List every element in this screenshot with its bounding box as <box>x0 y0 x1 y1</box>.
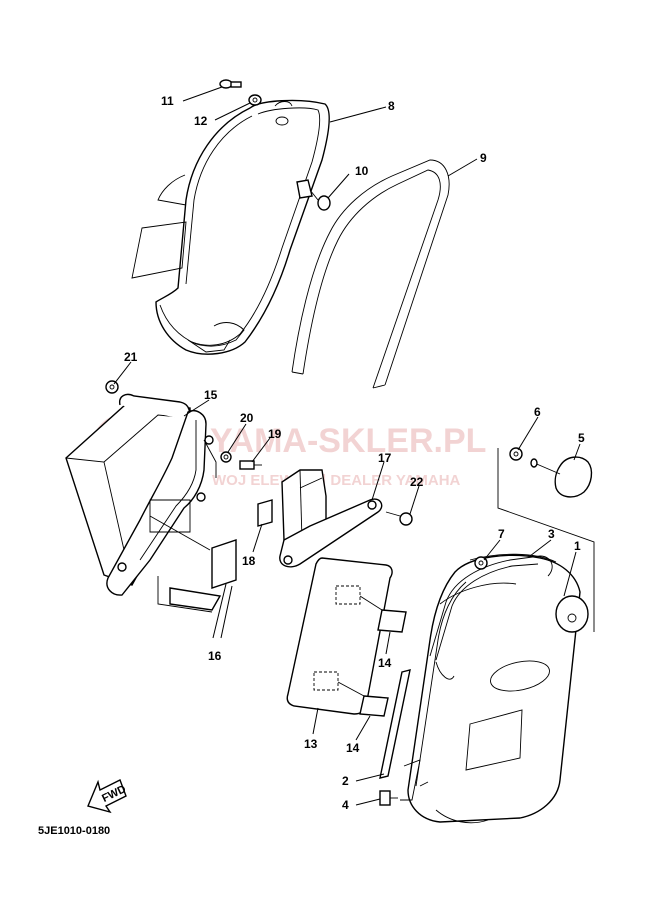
callout-1: 1 <box>574 539 581 553</box>
part-5-knob[interactable] <box>530 456 593 498</box>
watermark: YAMA-SKLER.PL WOJ ELEWICZ | DEALER YAMAH… <box>93 415 486 489</box>
part-3-seal[interactable] <box>429 555 553 680</box>
callout-16: 16 <box>208 649 222 663</box>
callout-18: 18 <box>242 554 256 568</box>
part-2-strip[interactable] <box>379 669 411 779</box>
callout-6: 6 <box>534 405 541 419</box>
callout-labels: 1 2 3 4 5 6 7 8 9 10 11 12 13 14 14 15 1… <box>124 94 585 812</box>
part-1-side-cover[interactable] <box>400 553 589 824</box>
part-8-upper-cover[interactable] <box>131 99 330 355</box>
callout-19: 19 <box>268 427 282 441</box>
callout-2: 2 <box>342 774 349 788</box>
part-14-pad-upper[interactable] <box>377 609 407 633</box>
part-17-bracket[interactable] <box>279 469 383 568</box>
part-10-grommet[interactable] <box>296 179 331 211</box>
callout-7: 7 <box>498 527 505 541</box>
leader-lines <box>113 86 581 806</box>
part-20-washer[interactable] <box>220 451 232 463</box>
part-21-washer[interactable] <box>105 380 119 394</box>
part-18-pad[interactable] <box>257 499 273 527</box>
callout-14-upper: 14 <box>378 656 392 670</box>
callout-4: 4 <box>342 798 349 812</box>
watermark-title: YAMA-SKLER.PL <box>210 422 486 460</box>
part-16-pad-upper[interactable] <box>211 539 237 589</box>
part-22-bolt[interactable] <box>385 511 413 526</box>
part-11-screw[interactable] <box>219 79 242 89</box>
callout-14-lower: 14 <box>346 741 360 755</box>
callout-11: 11 <box>161 94 174 108</box>
part-19-bolt[interactable] <box>239 460 262 470</box>
callout-5: 5 <box>578 431 585 445</box>
callout-8: 8 <box>388 99 395 113</box>
callout-20: 20 <box>240 411 254 425</box>
callout-17: 17 <box>378 451 392 465</box>
part-6-washer[interactable] <box>509 447 523 461</box>
part-12-washer[interactable] <box>248 94 262 106</box>
callout-13: 13 <box>304 737 318 751</box>
part-9-trim-strip[interactable] <box>291 159 450 389</box>
assembly-reference-line <box>497 448 595 632</box>
part-14-pad-lower[interactable] <box>359 695 389 717</box>
callout-3: 3 <box>548 527 555 541</box>
callout-22: 22 <box>410 475 424 489</box>
callout-12: 12 <box>194 114 208 128</box>
callout-15: 15 <box>204 388 218 402</box>
watermark-subtitle: WOJ ELEWICZ | DEALER YAMAHA <box>212 472 461 489</box>
fwd-arrow-icon: FWD <box>87 779 128 814</box>
callout-9: 9 <box>480 151 487 165</box>
part-16-pad-lower[interactable] <box>169 587 222 611</box>
callout-21: 21 <box>124 350 138 364</box>
part-15-bracket-assembly[interactable] <box>65 393 217 613</box>
part-4-grommet[interactable] <box>379 790 398 806</box>
part-13-panel[interactable] <box>286 557 393 715</box>
callout-10: 10 <box>355 164 369 178</box>
diagram-code: 5JE1010-0180 <box>38 825 110 837</box>
